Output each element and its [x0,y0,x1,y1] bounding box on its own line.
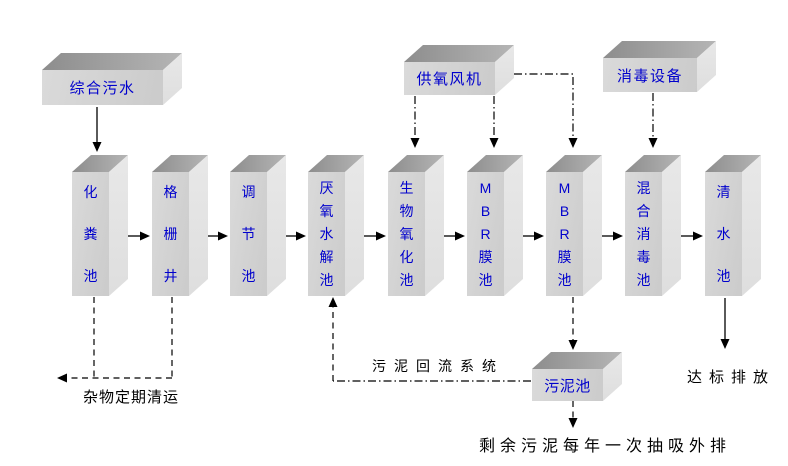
tank-mixing-disinfection-label: 混 合 消 毒 池 [636,179,651,288]
tank-mbr-membrane-1: M B R 膜 池 [467,172,504,296]
air-blower-box-front-face: 供氧风机 [404,62,495,95]
tank-bio-oxidation-side-face [425,155,444,296]
tank-mixing-disinfection: 混 合 消 毒 池 [625,172,662,296]
tank-mbr-membrane-2-side-face [583,155,602,296]
tank-mbr-membrane-2-label: M B R 膜 池 [557,179,572,288]
excess-sludge-disposal-note: 剩余污泥每年一次抽吸外排 [479,438,732,455]
tank-anaerobic-hydrolysis: 厌 氧 水 解 池 [308,172,345,296]
tank-bio-oxidation: 生 物 氧 化 池 [388,172,425,296]
tank-anaerobic-hydrolysis-side-face [345,155,364,296]
disinfection-equipment-box-front-face: 消毒设备 [603,58,697,92]
influent-box: 综合污水 [42,70,163,105]
tank-anaerobic-hydrolysis-front-face: 厌 氧 水 解 池 [308,172,345,296]
tank-mixing-disinfection-front-face: 混 合 消 毒 池 [625,172,662,296]
tank-grid-well-side-face [189,155,208,296]
influent-box-top-face [42,53,182,70]
air-blower-label: 供氧风机 [416,71,483,88]
disinfection-equipment-box-side-face [697,41,716,92]
tank-regulating-label: 调 节 池 [241,184,256,284]
air-blower-box: 供氧风机 [404,62,495,95]
tank-bio-oxidation-front-face: 生 物 氧 化 池 [388,172,425,296]
tank-regulating-side-face [267,155,286,296]
air-blower-box-top-face [404,45,514,62]
tank-clean-water: 清 水 池 [705,172,742,296]
tank-septic-label: 化 粪 池 [83,184,98,284]
influent-box-front-face: 综合污水 [42,70,163,105]
tank-septic-front-face: 化 粪 池 [72,172,109,296]
sludge-tank-box-front-face: 污泥池 [532,369,603,401]
blower-air-line-to-mbr2 [514,73,578,148]
tank-regulating: 调 节 池 [230,172,267,296]
tank-regulating-front-face: 调 节 池 [230,172,267,296]
tank-septic: 化 粪 池 [72,172,109,296]
tank-grid-well-front-face: 格 栅 井 [152,172,189,296]
tank-septic-side-face [109,155,128,296]
compliant-discharge-note: 达标排放 [687,369,776,386]
tank-grid-well-label: 格 栅 井 [163,184,178,284]
sludge-tank-label: 污泥池 [544,377,591,395]
influent-label: 综合污水 [69,80,136,97]
tank-clean-water-label: 清 水 池 [716,184,731,284]
debris-removal-note: 杂物定期清运 [83,389,180,406]
tank-mbr-membrane-2: M B R 膜 池 [546,172,583,296]
disinfection-equipment-box: 消毒设备 [603,58,697,92]
disinfection-equipment-label: 消毒设备 [616,67,683,85]
tank-mixing-disinfection-side-face [662,155,681,296]
sludge-tank-box: 污泥池 [532,369,603,401]
tank-anaerobic-hydrolysis-label: 厌 氧 水 解 池 [319,179,334,288]
tank-clean-water-side-face [742,155,761,296]
influent-box-side-face [163,53,182,105]
tank-mbr-membrane-1-side-face [504,155,523,296]
sludge-return-system-note: 污泥回流系统 [372,358,504,374]
tank-mbr-membrane-1-label: M B R 膜 池 [478,179,493,288]
tank-mbr-membrane-2-front-face: M B R 膜 池 [546,172,583,296]
tank-mbr-membrane-1-front-face: M B R 膜 池 [467,172,504,296]
tank-bio-oxidation-label: 生 物 氧 化 池 [399,179,414,288]
tank-clean-water-front-face: 清 水 池 [705,172,742,296]
disinfection-equipment-box-top-face [603,41,716,58]
sludge-tank-box-top-face [532,352,622,369]
tank-grid-well: 格 栅 井 [152,172,189,296]
